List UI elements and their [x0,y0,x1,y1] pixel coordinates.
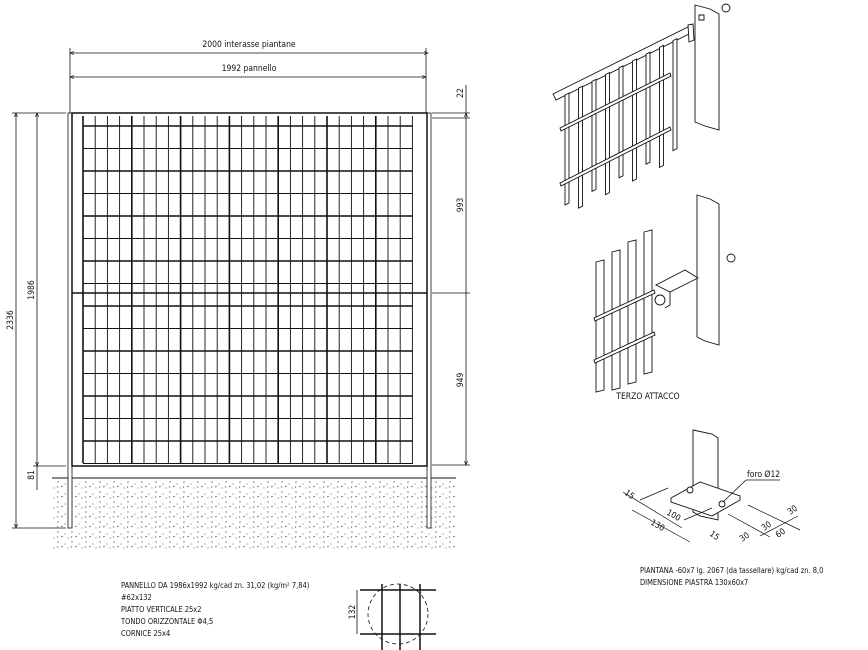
iso-vertical-bar [659,44,664,169]
panel-note: #62x132 [121,593,152,602]
dim-lower-section: 949 [456,373,466,388]
ground-hatch [52,478,456,550]
label-terzo-attacco: TERZO ATTACCO [615,392,679,402]
panel-note: CORNICE 25x4 [121,629,171,638]
iso-vertical-bar [672,37,678,152]
svg-text:30: 30 [786,504,800,518]
panel-frame [71,112,428,467]
svg-text:30: 30 [738,531,752,545]
label-foro: foro Ø12 [747,469,780,480]
iso-vertical-bar [564,92,570,206]
iso-vertical-bar [645,51,651,165]
dim-pannello: 1992 pannello [222,64,277,74]
dim-top-gap: 22 [456,88,466,98]
dim-panel-height: 1986 [27,280,37,300]
panel-attachment-iso [552,3,742,521]
svg-text:100: 100 [665,508,683,524]
dim-interasse: 2000 interasse piantane [202,40,296,50]
panel-note: TONDO ORIZZONTALE Φ4,5 [121,617,214,626]
panel-note: PIATTO VERTICALE 25x2 [121,605,202,614]
svg-text:130: 130 [649,518,667,534]
svg-text:60: 60 [774,527,788,541]
iso-vertical-bar [618,65,624,179]
mesh-detail: 132 [348,583,436,650]
iso-vertical-bar [591,78,597,193]
dim-total-height: 2336 [6,310,16,330]
post-note: DIMENSIONE PIASTRA 130x60x7 [640,578,749,587]
panel-note: PANNELLO DA 1986x1992 kg/cad zn. 31,02 (… [121,581,310,590]
svg-text:30: 30 [760,520,774,534]
dim-base-gap: 81 [27,470,37,480]
svg-text:15: 15 [622,488,636,502]
panel-notes: PANNELLO DA 1986x1992 kg/cad zn. 31,02 (… [121,580,309,640]
post-note: PIANTANA -60x7 lg. 2067 (da tassellare) … [640,566,824,575]
dim-mesh: 132 [348,605,358,620]
mesh-panel [71,112,428,467]
iso-vertical-bar [605,71,610,196]
iso-vertical-bar [578,85,583,209]
iso-vertical-bar [632,58,637,182]
post-notes: PIANTANA -60x7 lg. 2067 (da tassellare) … [640,565,823,589]
svg-text:15: 15 [707,529,721,543]
dim-upper-section: 993 [456,198,466,213]
